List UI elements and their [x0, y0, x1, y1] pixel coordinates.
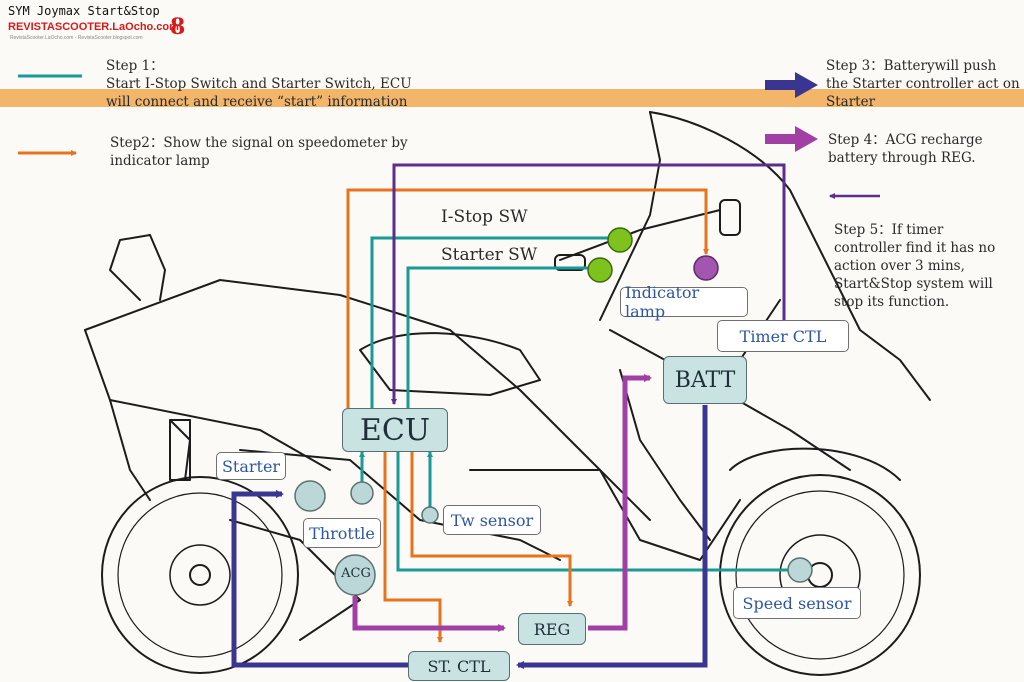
step2-wiring	[346, 188, 709, 643]
throttle-label: Throttle	[303, 518, 381, 548]
starter-switch-label: Starter SW	[441, 245, 538, 265]
header-band	[0, 89, 1024, 107]
acg-node	[334, 554, 376, 596]
step1-wiring	[359, 236, 800, 572]
brand-mark: 8	[170, 14, 186, 40]
scooter-drawing	[84, 111, 931, 676]
step5-line4: Start&Stop system will	[834, 276, 993, 292]
step2-line1: Step2：Show the signal on speedometer by	[110, 135, 408, 151]
step3-line2: the Starter controller act on	[826, 76, 1020, 92]
step4-wiring	[352, 374, 652, 632]
legend-step4-arrow	[765, 126, 818, 152]
starter-label: Starter	[216, 452, 286, 480]
throttle-node	[350, 481, 374, 505]
speed-sensor-label: Speed sensor	[733, 587, 861, 619]
starter-controller-box: ST. CTL	[408, 651, 510, 681]
step3-line3: Starter	[826, 94, 876, 110]
tw-sensor-node	[421, 506, 439, 524]
step3-text: Step 3：Batterywill push the Starter cont…	[826, 57, 1022, 111]
step1-line2: will connect and receive “start” informa…	[106, 94, 408, 110]
step5-line1: Step 5：If timer	[834, 222, 944, 238]
speed-sensor-node	[787, 557, 813, 583]
step5-line2: controller find it has no	[834, 240, 996, 256]
indicator-lamp-node	[693, 255, 719, 281]
battery-box: BATT	[663, 356, 747, 404]
step1-title: Step 1：	[106, 58, 164, 74]
page-title: SYM Joymax Start&Stop	[8, 4, 160, 18]
step1-text: Step 1： Start I-Stop Switch and Starter …	[106, 57, 436, 111]
step2-line2: indicator lamp	[110, 153, 210, 169]
step4-line1: Step 4：ACG recharge	[828, 132, 983, 148]
step5-line5: stop its function.	[834, 294, 950, 310]
step4-text: Step 4：ACG recharge battery through REG.	[828, 131, 1018, 167]
ecu-box: ECU	[342, 408, 448, 452]
starter-node	[294, 480, 326, 512]
brand-subtext: RevistaScooter.LaOcho.com - RevistaScoot…	[10, 35, 143, 41]
acg-label: ACG	[341, 566, 371, 581]
step3-line1: Step 3：Batterywill push	[826, 58, 997, 74]
step5-text: Step 5：If timer controller find it has n…	[834, 221, 1020, 311]
starter-switch-node	[587, 257, 613, 283]
regulator-box: REG	[518, 613, 586, 645]
step3-wiring	[231, 405, 708, 669]
step2-text: Step2：Show the signal on speedometer by …	[110, 134, 430, 170]
step1-line1: Start I-Stop Switch and Starter Switch, …	[106, 76, 412, 92]
step4-line2: battery through REG.	[828, 150, 976, 166]
i-stop-switch-label: I-Stop SW	[441, 207, 528, 227]
step5-wiring	[391, 163, 786, 405]
step5-line3: action over 3 mins,	[834, 258, 965, 274]
i-stop-switch-node	[607, 227, 633, 253]
timer-controller-label: Timer CTL	[717, 320, 849, 352]
legend-step3-arrow	[765, 72, 818, 98]
brand-logo-text: REVISTASCOOTER.LaOcho.com	[8, 21, 179, 33]
indicator-lamp-label: Indicator lamp	[620, 283, 748, 321]
tw-sensor-label: Tw sensor	[443, 505, 541, 535]
